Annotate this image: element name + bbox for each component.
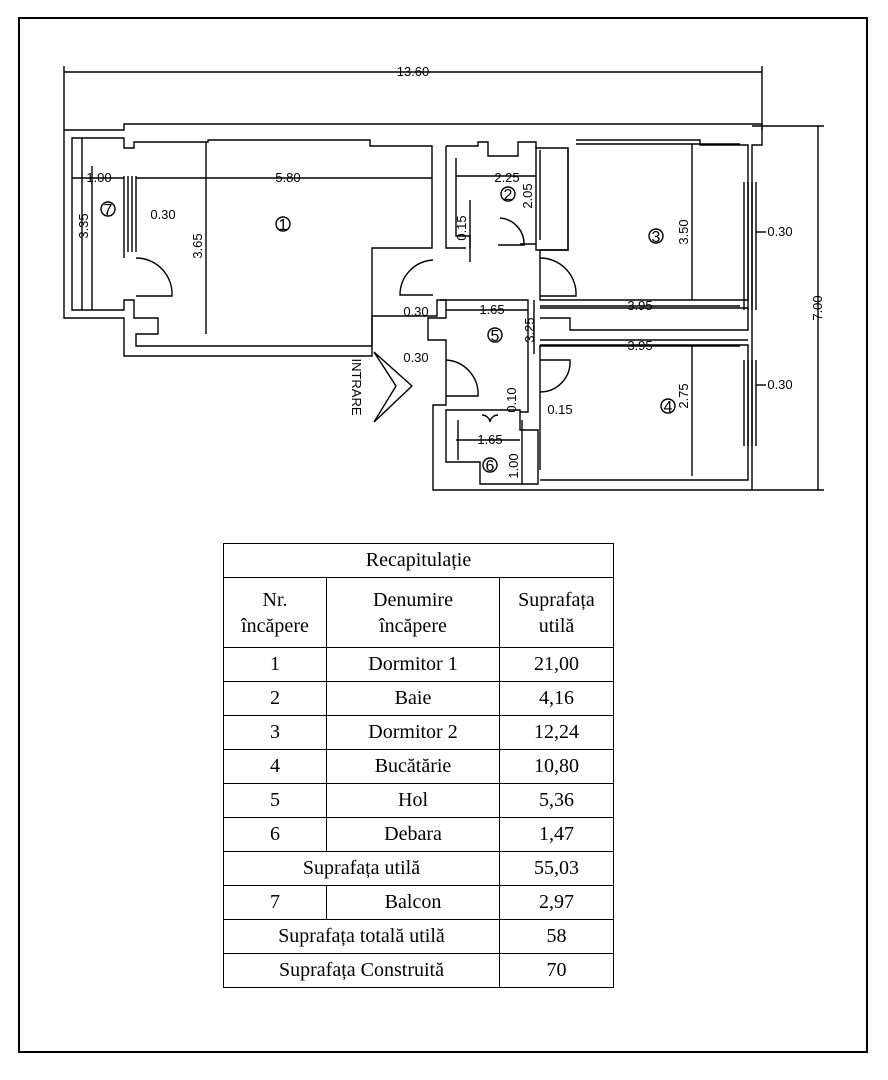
room1-wall xyxy=(71,137,433,347)
door-storage xyxy=(481,414,499,423)
dim-room4-depth: 2.75 xyxy=(676,383,691,408)
dim-storage-depth: 1.00 xyxy=(506,453,521,478)
dim-room1-width: 5.80 xyxy=(275,170,300,185)
dim-bath-depth: 2.05 xyxy=(520,183,535,208)
dim-room3-wall: 0.30 xyxy=(767,224,792,239)
room-number-2: 2 xyxy=(504,187,513,204)
floor-plan: 13.60 7.00 1.00 3.35 0.30 5.80 3.65 2.25… xyxy=(63,64,825,491)
dim-hall-wall-a: 0.30 xyxy=(403,304,428,319)
dim-bath-width: 2.25 xyxy=(494,170,519,185)
room-number-1: 1 xyxy=(279,217,288,234)
door-entrance xyxy=(445,359,479,397)
drawing-frame xyxy=(18,17,868,1053)
dim-storage-wall-b: 0.15 xyxy=(547,402,572,417)
door-kitchen xyxy=(539,359,571,393)
dim-total-width: 13.60 xyxy=(397,64,430,79)
room-number-3: 3 xyxy=(652,229,661,246)
room-number-5: 5 xyxy=(491,328,500,345)
door-room1 xyxy=(399,259,434,296)
dim-hall-width: 1.65 xyxy=(479,302,504,317)
door-room3 xyxy=(539,257,577,297)
dim-balcony-width: 1.00 xyxy=(86,170,111,185)
room-number-7: 7 xyxy=(104,202,113,219)
dim-storage-width: 1.65 xyxy=(477,432,502,447)
dim-balcony-depth: 3.35 xyxy=(76,213,91,238)
dim-total-depth: 7.00 xyxy=(810,295,825,320)
recap-title: Recapitulație xyxy=(223,543,614,578)
dim-room3-width: 3.95 xyxy=(627,298,652,313)
dim-bath-wall: 0.15 xyxy=(454,215,469,240)
dim-room3-depth: 3.50 xyxy=(676,219,691,244)
door-bath xyxy=(498,217,525,246)
entrance-arrow xyxy=(373,351,414,423)
dim-room1-depth: 3.65 xyxy=(190,233,205,258)
dim-balcony-wall: 0.30 xyxy=(150,207,175,222)
header-nr: Nr.încăpere xyxy=(223,577,327,648)
room-number-4: 4 xyxy=(664,399,673,416)
room-number-6: 6 xyxy=(486,458,495,475)
dim-hall-wall-b: 0.30 xyxy=(403,350,428,365)
entrance-label: INTRARE xyxy=(349,358,364,415)
door-balcony xyxy=(135,257,173,297)
recap-title-row: Recapitulație xyxy=(223,543,614,578)
dim-hall-depth: 3.25 xyxy=(522,317,537,342)
outer-wall xyxy=(63,123,763,491)
dim-room4-width: 3.95 xyxy=(627,338,652,353)
dim-storage-wall: 0.10 xyxy=(504,387,519,412)
dim-room4-wall: 0.30 xyxy=(767,377,792,392)
